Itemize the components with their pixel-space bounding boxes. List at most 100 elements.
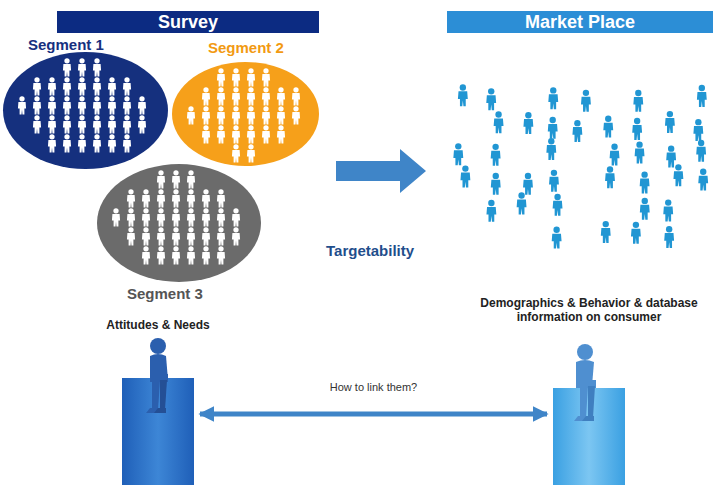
person-icon [108,134,116,152]
person-icon [78,115,86,133]
person-icon [247,144,255,162]
person-icon [549,170,559,192]
person-icon [633,90,643,112]
person-icon [693,119,703,141]
person-icon [217,246,225,264]
person-icon [217,189,225,207]
person-icon [108,115,116,133]
person-icon [232,227,240,245]
person-icon [202,208,210,226]
segment-ellipse: Segment 3 [97,164,261,282]
column-node: Demographics & Behavior & database infor… [553,388,625,485]
person-icon [546,138,556,160]
person-icon [123,77,131,95]
person-icon [78,134,86,152]
person-icon [232,208,240,226]
market-crowd [453,84,708,248]
person-icon [232,87,240,105]
ellipse-shape [3,52,168,169]
person-icon [673,164,683,186]
person-icon [93,77,101,95]
person-icon [553,194,563,216]
person-icon [232,144,240,162]
person-icon [172,170,180,188]
person-icon [664,226,674,248]
person-icon [247,125,255,143]
person-icon [552,227,562,249]
person-icon [93,96,101,114]
seated-person-right [574,344,596,421]
person-icon [157,208,165,226]
person-icon [187,227,195,245]
person-icon [123,134,131,152]
person-icon [172,208,180,226]
person-icon [698,169,708,191]
person-icon [202,246,210,264]
person-icon [33,77,41,95]
person-icon [63,77,71,95]
person-icon [247,87,255,105]
person-icon [292,106,300,124]
person-icon [232,125,240,143]
person-icon [33,115,41,133]
person-icon [494,111,504,133]
person-icon [78,77,86,95]
title-band: Market Place [447,11,713,33]
person-icon [486,88,496,110]
edge-label: How to link them? [327,381,420,393]
person-icon [63,115,71,133]
node-heading: Segment 2 [208,39,355,56]
person-icon [635,141,645,163]
person-icon [292,87,300,105]
person-icon [491,173,501,195]
person-icon [217,227,225,245]
person-icon [631,222,641,244]
node-heading: Segment 3 [127,285,291,302]
person-icon [202,106,210,124]
person-icon [18,96,26,114]
person-icon [217,87,225,105]
person-icon [187,170,195,188]
person-icon [202,189,210,207]
person-icon [108,96,116,114]
person-icon [63,134,71,152]
person-icon [48,96,56,114]
person-icon [262,106,270,124]
person-icon [78,96,86,114]
person-icon [217,208,225,226]
person-icon [93,58,101,76]
title-band: Survey [57,11,319,33]
person-icon [202,87,210,105]
person-icon [187,246,195,264]
column-node: Attitudes & Needs [122,378,194,485]
person-icon [696,140,706,162]
person-icon [112,208,120,226]
person-icon [202,125,210,143]
big-arrow [336,149,426,193]
person-icon [217,106,225,124]
person-icon [277,125,285,143]
person-icon [142,227,150,245]
person-icon [157,189,165,207]
segment-ellipse: Segment 2 [172,62,319,166]
person-icon [78,58,86,76]
person-icon [517,192,527,214]
person-icon [108,77,116,95]
person-icon [142,189,150,207]
person-icon [157,246,165,264]
person-icon [138,96,146,114]
person-icon [247,106,255,124]
person-icon [202,227,210,245]
person-icon [665,111,675,133]
person-icon [458,84,468,106]
person-icon [603,116,613,138]
person-icon [63,58,71,76]
person-icon [187,106,195,124]
person-icon [523,173,533,195]
person-icon [172,246,180,264]
node-heading: Segment 1 [28,36,193,53]
person-icon [138,115,146,133]
person-icon [548,87,558,109]
person-icon [601,221,611,243]
person-icon [172,189,180,207]
